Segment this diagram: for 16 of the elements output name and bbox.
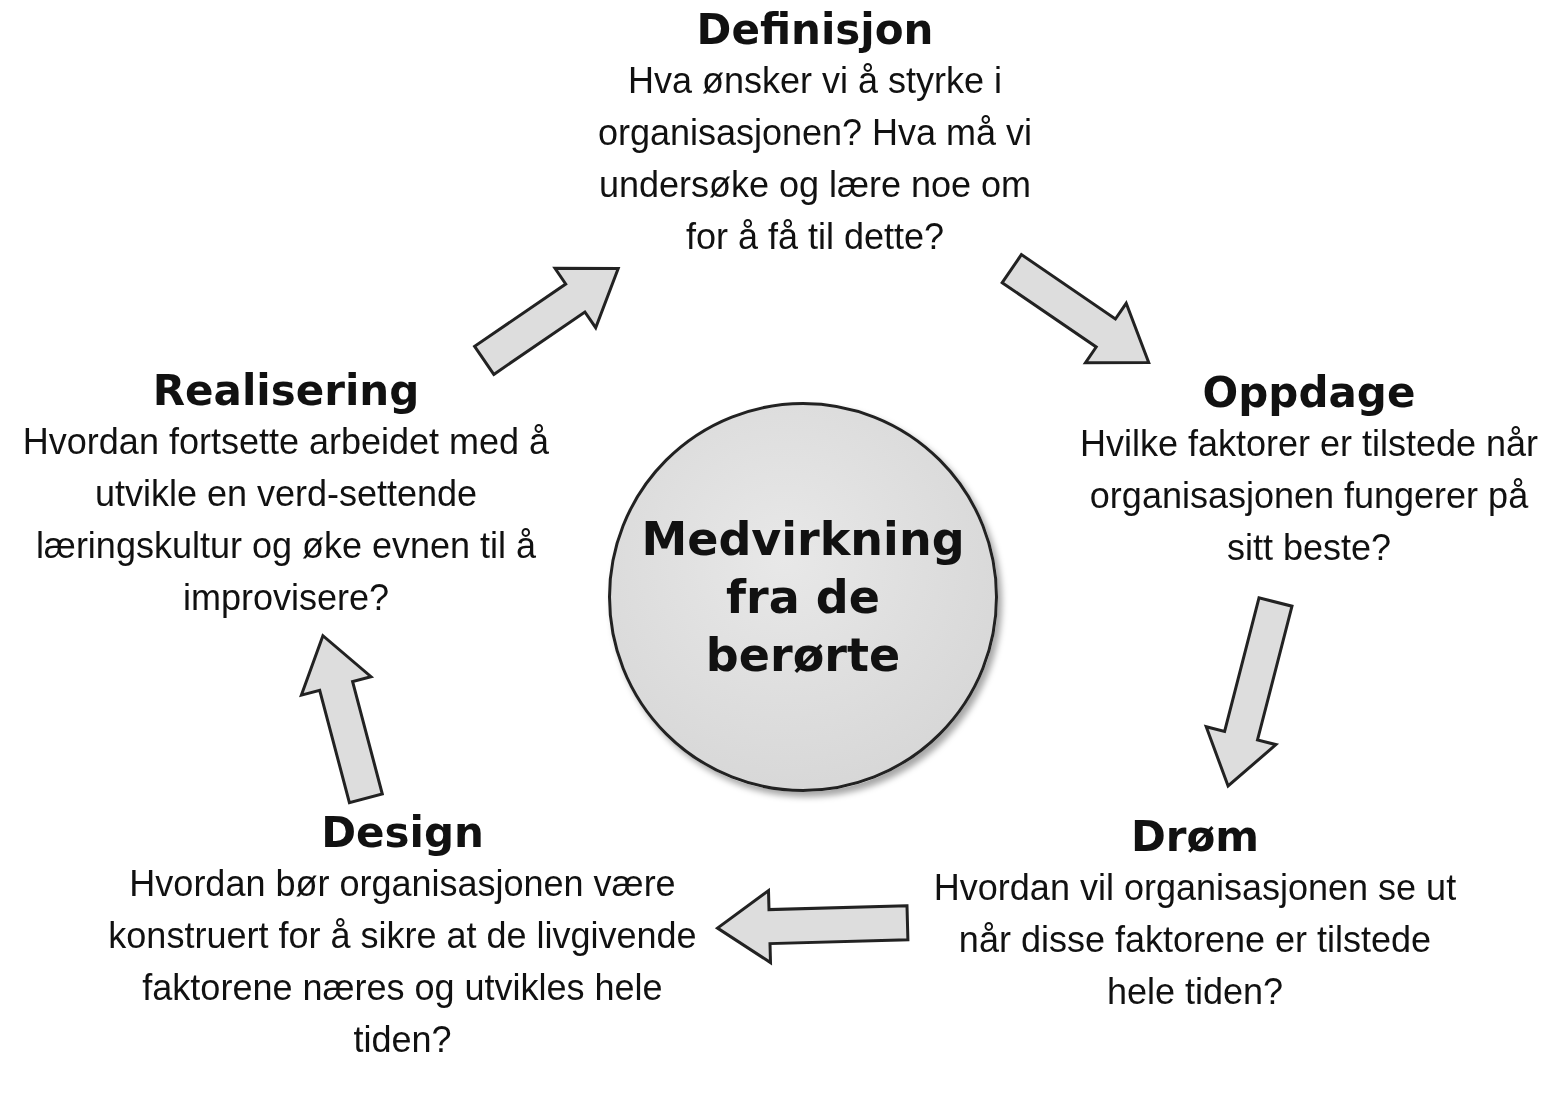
stage-title: Realisering <box>151 366 421 416</box>
stage-title: Definisjon <box>695 5 935 55</box>
stage-question: Hvilke faktorer er tilstede når organisasjonen fungerer på sitt beste? <box>1078 422 1540 570</box>
block-arrow <box>472 266 621 377</box>
stage-question: Hvordan bør organisasjonen være konstruert for å sikre at de livgivende faktorene næres og utvikles hele tiden? <box>107 862 698 1062</box>
block-arrow <box>299 633 385 805</box>
stage-title: Design <box>320 808 485 858</box>
stage-question: Hvordan vil organisasjonen se ut når disse faktorene er tilstede hele tiden? <box>932 866 1458 1014</box>
stage-question: Hvordan fortsette arbeidet med å utvikle en verd-settende læringskultur og øke evnen til å improvisere? <box>21 420 551 620</box>
stage-title: Drøm <box>1129 812 1261 862</box>
stage-title: Oppdage <box>1201 368 1417 418</box>
block-arrow <box>714 887 910 966</box>
stage-question: Hva ønsker vi å styrke i organisasjonen? Hva må vi undersøke og lære noe om for å få til dette? <box>596 59 1034 259</box>
center-label: Medvirkning fra de berørte <box>640 511 966 684</box>
block-arrow <box>1203 595 1294 789</box>
block-arrow <box>1000 252 1151 365</box>
